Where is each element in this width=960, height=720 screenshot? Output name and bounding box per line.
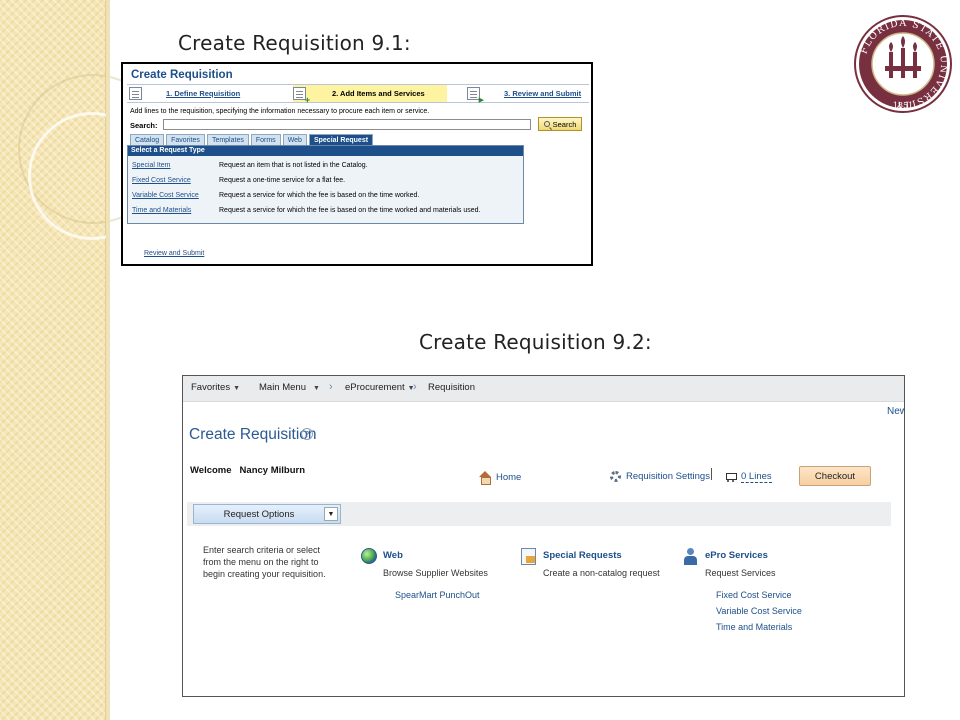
- document-submit-icon: [467, 87, 484, 104]
- requisition-settings-label: Requisition Settings: [626, 471, 710, 482]
- requisition-9-2-screenshot: Favorites▼ Main Menu▼ › eProcurement▼ › …: [182, 375, 905, 697]
- search-input[interactable]: [163, 119, 531, 130]
- toolbar-divider: [711, 468, 712, 480]
- caption-version-9-1: Create Requisition 9.1:: [178, 31, 411, 55]
- spearmart-punchout-link[interactable]: SpearMart PunchOut: [395, 590, 480, 600]
- caption-version-9-2: Create Requisition 9.2:: [419, 330, 652, 354]
- step-add-items[interactable]: 2. Add Items and Services: [293, 85, 447, 105]
- web-subtitle: Browse Supplier Websites: [383, 568, 488, 578]
- gear-icon: [610, 471, 621, 482]
- nav-eprocurement[interactable]: eProcurement▼: [345, 382, 415, 393]
- slide-decoration-edge: [106, 0, 110, 720]
- home-label: Home: [496, 471, 522, 483]
- search-label: Search:: [130, 121, 158, 130]
- review-submit-link[interactable]: Review and Submit: [144, 250, 205, 257]
- tab-web[interactable]: Web: [282, 134, 307, 145]
- globe-icon: [361, 548, 377, 564]
- cart-icon: [724, 472, 737, 483]
- home-icon: [479, 471, 491, 485]
- tab-templates[interactable]: Templates: [206, 134, 249, 145]
- new-window-link[interactable]: New: [887, 406, 904, 417]
- university-seal-icon: FLORIDA STATE UNIVERSITY 1851: [854, 15, 952, 113]
- step-bar: 1. Define Requisition 2. Add Items and S…: [127, 84, 589, 105]
- step-label: 2. Add Items and Services: [332, 89, 425, 98]
- instructions-text: Add lines to the requisition, specifying…: [130, 108, 430, 115]
- step-review-submit[interactable]: 3. Review and Submit: [467, 85, 589, 104]
- welcome-message: Welcome Nancy Milburn: [190, 465, 305, 476]
- epro-services-title-link[interactable]: ePro Services: [705, 550, 768, 561]
- help-icon[interactable]: ?: [301, 428, 313, 440]
- list-item: Special Item Request an item that is not…: [128, 162, 523, 174]
- nav-main-menu-label: Main Menu: [259, 382, 306, 393]
- requisition-settings-link[interactable]: Requisition Settings: [610, 471, 710, 482]
- tab-special-request[interactable]: Special Request: [308, 134, 374, 145]
- request-type-link-fixed-cost[interactable]: Fixed Cost Service: [132, 177, 191, 184]
- chevron-down-icon: ▼: [233, 385, 241, 392]
- nav-requisition[interactable]: Requisition: [428, 382, 475, 393]
- checkout-button[interactable]: Checkout: [799, 466, 871, 486]
- web-title-link[interactable]: Web: [383, 550, 403, 561]
- chevron-right-icon: ›: [329, 381, 333, 393]
- request-type-description: Request a service for which the fee is b…: [219, 207, 481, 214]
- step-label[interactable]: 1. Define Requisition: [166, 89, 241, 98]
- home-link[interactable]: Home: [479, 471, 522, 485]
- user-name: Nancy Milburn: [239, 465, 305, 476]
- list-item: Time and Materials Request a service for…: [128, 207, 523, 219]
- panel-title: Select a Request Type: [128, 146, 523, 156]
- request-type-panel: Select a Request Type Special Item Reque…: [127, 145, 524, 224]
- search-button-label: Search: [552, 119, 577, 129]
- nav-main-menu[interactable]: Main Menu ▼: [259, 382, 320, 393]
- request-type-description: Request a one-time service for a flat fe…: [219, 177, 346, 184]
- requisition-9-1-screenshot: Create Requisition 1. Define Requisition…: [121, 62, 593, 266]
- document-add-icon: [293, 87, 310, 105]
- request-type-description: Request a service for which the fee is b…: [219, 192, 420, 199]
- request-type-link-variable-cost[interactable]: Variable Cost Service: [132, 192, 199, 199]
- cart-lines-link[interactable]: 0 Lines: [724, 471, 772, 483]
- request-options-label: Request Options: [223, 508, 295, 520]
- chevron-down-icon: ▼: [324, 507, 338, 521]
- nav-favorites[interactable]: Favorites▼: [191, 382, 240, 393]
- request-type-link-time-materials[interactable]: Time and Materials: [132, 207, 192, 214]
- welcome-label: Welcome: [190, 465, 232, 476]
- nav-favorites-label: Favorites: [191, 382, 231, 393]
- time-and-materials-link[interactable]: Time and Materials: [716, 622, 793, 632]
- chevron-down-icon: ▼: [407, 385, 415, 392]
- special-requests-title-link[interactable]: Special Requests: [543, 550, 622, 561]
- step-define-requisition[interactable]: 1. Define Requisition: [129, 85, 279, 102]
- request-type-link-special-item[interactable]: Special Item: [132, 162, 171, 169]
- request-tabs: Catalog Favorites Templates Forms Web Sp…: [130, 134, 374, 145]
- cart-lines-count: 0 Lines: [741, 471, 772, 483]
- search-icon: [543, 121, 550, 127]
- page-title: Create Requisition: [189, 426, 317, 443]
- search-button[interactable]: Search: [538, 117, 582, 131]
- request-type-description: Request an item that is not listed in th…: [219, 162, 368, 169]
- person-service-icon: [683, 548, 699, 566]
- page-title: Create Requisition: [131, 69, 233, 81]
- step-label[interactable]: 3. Review and Submit: [504, 89, 582, 98]
- document-list-icon: [129, 87, 142, 100]
- intro-text: Enter search criteria or select from the…: [203, 545, 326, 579]
- fixed-cost-service-link[interactable]: Fixed Cost Service: [716, 590, 792, 600]
- tab-favorites[interactable]: Favorites: [166, 134, 205, 145]
- list-item: Variable Cost Service Request a service …: [128, 192, 523, 204]
- list-item: Fixed Cost Service Request a one-time se…: [128, 177, 523, 189]
- nav-eprocurement-label: eProcurement: [345, 382, 405, 393]
- tab-forms[interactable]: Forms: [250, 134, 281, 145]
- navigation-bar: Favorites▼ Main Menu▼ › eProcurement▼ › …: [183, 376, 904, 402]
- epro-services-subtitle: Request Services: [705, 568, 776, 578]
- seal-year: 1851: [893, 101, 913, 110]
- slide-decoration-bar: [0, 0, 168, 720]
- request-options-dropdown[interactable]: Request Options ▼: [193, 504, 341, 524]
- chevron-right-icon: ›: [413, 381, 417, 393]
- special-requests-subtitle: Create a non-catalog request: [543, 568, 660, 578]
- tab-catalog[interactable]: Catalog: [130, 134, 165, 145]
- chevron-down-icon: ▼: [313, 385, 320, 392]
- special-request-document-icon: [521, 548, 536, 565]
- variable-cost-service-link[interactable]: Variable Cost Service: [716, 606, 802, 616]
